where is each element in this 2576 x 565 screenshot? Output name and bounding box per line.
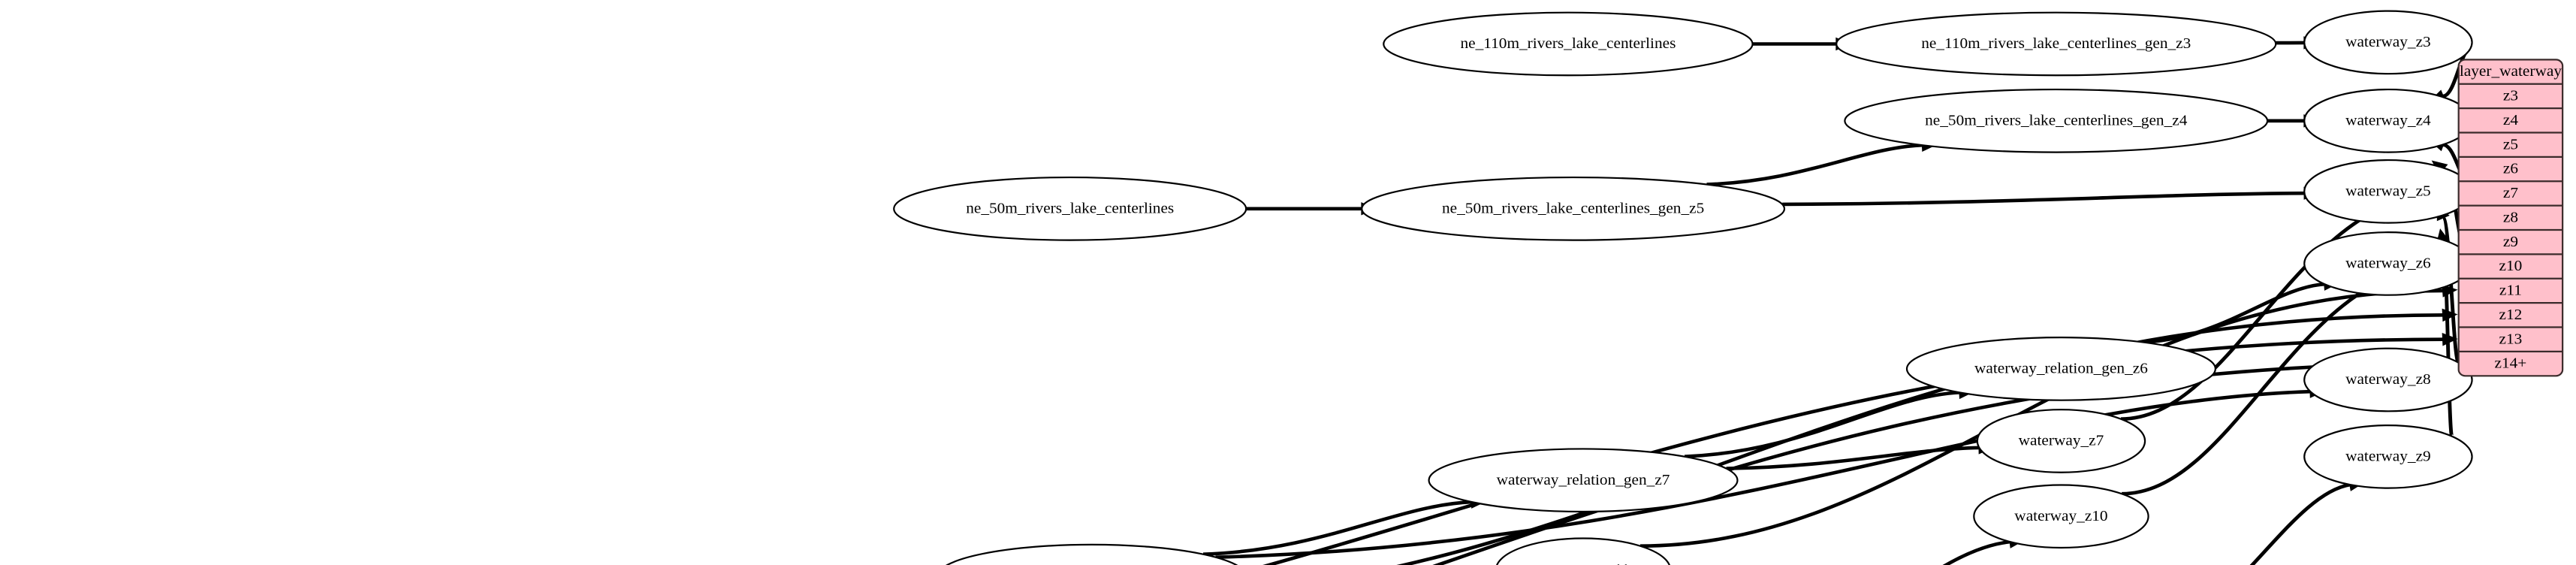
edge-arrowhead bbox=[2442, 333, 2458, 346]
graph-edge bbox=[1782, 191, 2305, 207]
node-ellipse[interactable] bbox=[1429, 449, 1738, 512]
node-label: waterway_z11 bbox=[1537, 561, 1630, 565]
record-row-z4[interactable]: z4 bbox=[2503, 113, 2518, 128]
node-label: ne_50m_rivers_lake_centerlines_gen_z5 bbox=[1442, 201, 1704, 216]
graph-node[interactable]: ne_50m_rivers_lake_centerlines_gen_z4 bbox=[1845, 89, 2267, 153]
node-label: waterway_z6 bbox=[2345, 255, 2431, 271]
record-row-z3[interactable]: z3 bbox=[2503, 88, 2518, 104]
node-ellipse[interactable] bbox=[1836, 13, 2276, 76]
graph-node[interactable]: ne_110m_rivers_lake_centerlines_gen_z3 bbox=[1836, 13, 2276, 76]
record-node-layer: layer_waterway z3 z4 z5 z6 z7 z8 z9 z10 z11 z12 z13… bbox=[2459, 59, 2562, 376]
record-row-z11[interactable]: z11 bbox=[2499, 282, 2522, 298]
node-label: waterway_z8 bbox=[2345, 372, 2431, 388]
record-row-z10[interactable]: z10 bbox=[2499, 258, 2523, 274]
record-row-z8[interactable]: z8 bbox=[2503, 210, 2518, 225]
node-ellipse[interactable] bbox=[1845, 89, 2267, 153]
node-label: ne_110m_rivers_lake_centerlines bbox=[1460, 36, 1676, 52]
node-label: waterway_z5 bbox=[2345, 183, 2431, 199]
graph-edge bbox=[1942, 539, 2010, 565]
graph-node[interactable]: waterway_relation_gen_z8 bbox=[937, 545, 1246, 565]
node-label: waterway_z3 bbox=[2345, 35, 2431, 50]
graph-node[interactable]: waterway_z10 bbox=[1974, 485, 2148, 548]
graph-edge bbox=[1395, 313, 2443, 565]
node-ellipse[interactable] bbox=[1907, 337, 2216, 400]
record-box bbox=[2459, 59, 2562, 376]
graph-node[interactable]: ne_110m_rivers_lake_centerlines bbox=[1383, 13, 1752, 76]
graph-node[interactable]: waterway_z9 bbox=[2304, 425, 2472, 488]
node-label: waterway_z9 bbox=[2345, 449, 2431, 464]
node-ellipse[interactable] bbox=[2304, 11, 2472, 74]
graph-edge bbox=[1706, 143, 1923, 186]
record-row-z14+[interactable]: z14+ bbox=[2495, 355, 2527, 371]
nodes-layer: imposm3osm_waterway_relationosm_waterway… bbox=[0, 11, 2472, 565]
node-ellipse[interactable] bbox=[1974, 485, 2148, 548]
node-ellipse[interactable] bbox=[937, 545, 1246, 565]
graph-edge bbox=[2249, 482, 2351, 565]
node-ellipse[interactable] bbox=[1496, 538, 1670, 565]
record-row-z7[interactable]: z7 bbox=[2503, 186, 2518, 201]
record-row-z6[interactable]: z6 bbox=[2503, 161, 2518, 177]
node-label: ne_50m_rivers_lake_centerlines_gen_z4 bbox=[1925, 113, 2187, 128]
graph-node[interactable]: waterway_relation_gen_z7 bbox=[1429, 449, 1738, 512]
node-label: waterway_z10 bbox=[2014, 508, 2107, 524]
graph-edge bbox=[1203, 500, 1472, 557]
node-ellipse[interactable] bbox=[2304, 425, 2472, 488]
graph-node[interactable]: waterway_z6 bbox=[2304, 232, 2472, 295]
record-title: layer_waterway bbox=[2460, 64, 2562, 80]
graph-node[interactable]: ne_50m_rivers_lake_centerlines bbox=[894, 177, 1246, 240]
graph-node[interactable]: waterway_z4 bbox=[2304, 89, 2472, 153]
graph-node[interactable]: waterway_z8 bbox=[2304, 349, 2472, 412]
node-ellipse[interactable] bbox=[894, 177, 1246, 240]
node-label: waterway_relation_gen_z7 bbox=[1497, 472, 1670, 488]
graph-edge bbox=[1684, 391, 1960, 459]
record-row-z9[interactable]: z9 bbox=[2503, 234, 2518, 249]
graph-node[interactable]: waterway_relation_gen_z6 bbox=[1907, 337, 2216, 400]
record-row-z12[interactable]: z12 bbox=[2499, 307, 2523, 323]
node-label: waterway_relation_gen_z6 bbox=[1974, 361, 2148, 376]
graph-node[interactable]: waterway_z5 bbox=[2304, 160, 2472, 223]
edge-arrowhead bbox=[2442, 308, 2458, 322]
node-ellipse[interactable] bbox=[1383, 13, 1752, 76]
node-label: ne_50m_rivers_lake_centerlines bbox=[966, 201, 1174, 216]
graph-node[interactable]: waterway_z3 bbox=[2304, 11, 2472, 74]
record-row-z5[interactable]: z5 bbox=[2503, 137, 2518, 153]
node-ellipse[interactable] bbox=[1362, 177, 1784, 240]
graph-node[interactable]: ne_50m_rivers_lake_centerlines_gen_z5 bbox=[1362, 177, 1784, 240]
record-node-layer-waterway[interactable]: layer_waterway z3 z4 z5 z6 z7 z8 z9 z10 z11 z12 z13… bbox=[2459, 59, 2562, 376]
graph-node[interactable]: waterway_z7 bbox=[1977, 409, 2145, 473]
node-ellipse[interactable] bbox=[2304, 349, 2472, 412]
record-row-z13[interactable]: z13 bbox=[2499, 331, 2523, 347]
node-label: waterway_z7 bbox=[2019, 433, 2104, 449]
edge-arrowhead bbox=[2442, 284, 2458, 298]
graph-edge bbox=[2143, 282, 2325, 344]
node-ellipse[interactable] bbox=[1977, 409, 2145, 473]
graph-node[interactable]: waterway_z11 bbox=[1496, 538, 1670, 565]
node-label: waterway_z4 bbox=[2345, 113, 2431, 128]
node-label: ne_110m_rivers_lake_centerlines_gen_z3 bbox=[1921, 36, 2191, 52]
